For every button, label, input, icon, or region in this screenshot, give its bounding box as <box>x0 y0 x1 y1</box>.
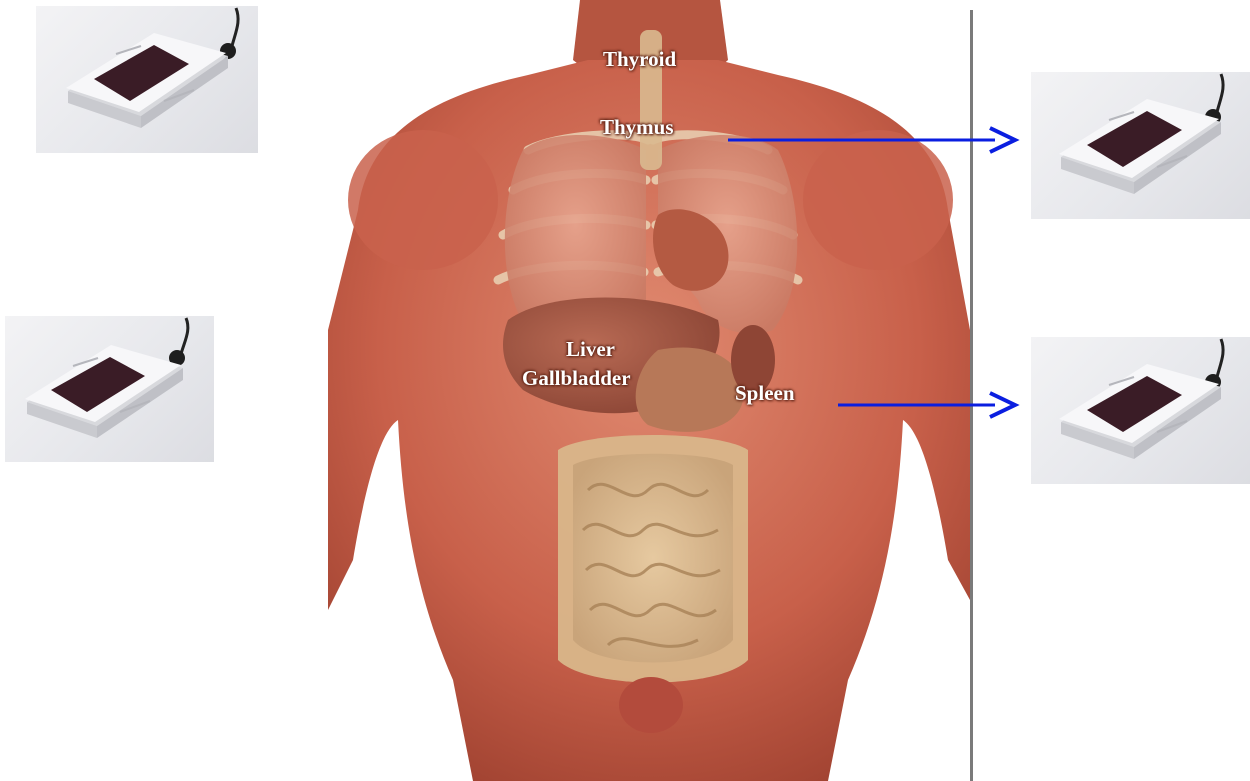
label-thymus: Thymus <box>600 116 674 139</box>
device-icon <box>36 6 258 153</box>
vertical-divider-line <box>970 10 973 781</box>
device-photo-top-right <box>1031 72 1250 219</box>
device-photo-top-left <box>36 6 258 153</box>
device-icon <box>1031 337 1250 484</box>
label-liver: Liver <box>566 338 615 361</box>
label-gallbladder: Gallbladder <box>522 367 631 390</box>
label-thyroid: Thyroid <box>603 48 676 71</box>
device-icon <box>5 316 214 462</box>
label-spleen: Spleen <box>735 382 795 405</box>
device-photo-mid-right <box>1031 337 1250 484</box>
device-photo-mid-left <box>5 316 214 462</box>
device-icon <box>1031 72 1250 219</box>
